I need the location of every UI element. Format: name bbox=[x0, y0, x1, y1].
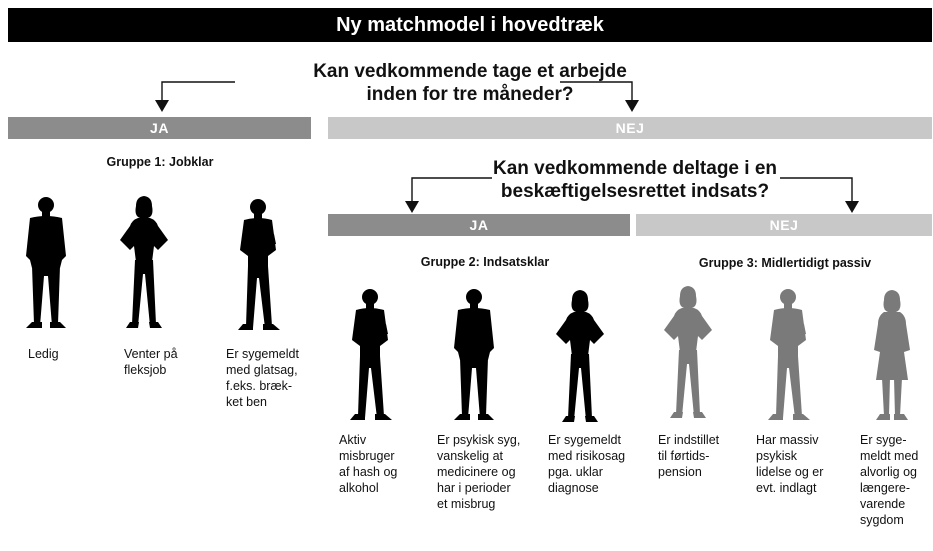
arrow-right-2 bbox=[780, 177, 853, 205]
caption-g2-1: Aktiv misbruger af hash og alkohol bbox=[339, 433, 398, 495]
question-2: Kan vedkommende deltage i en beskæftigel… bbox=[470, 157, 800, 203]
band-ja-2: JA bbox=[328, 214, 630, 236]
arrowhead-right-1 bbox=[625, 100, 639, 112]
band-nej-2: NEJ bbox=[636, 214, 932, 236]
arrow-right-1 bbox=[560, 81, 633, 104]
figure-alvorlig-sygdom bbox=[874, 290, 910, 420]
figure-venter bbox=[120, 196, 168, 328]
caption-g1-3: Er sygemeldt med glatsag, f.eks. bræk- k… bbox=[226, 347, 299, 409]
figure-risikosag bbox=[556, 290, 604, 422]
page-title: Ny matchmodel i hovedtræk bbox=[8, 8, 932, 42]
caption-g2-2: Er psykisk syg, vanskelig at medicinere … bbox=[437, 433, 521, 511]
figure-psykisk-syg bbox=[454, 289, 494, 420]
group-3-title: Gruppe 3: Midlertidigt passiv bbox=[698, 256, 872, 270]
caption-g2-3: Er sygemeldt med risikosag pga. uklar di… bbox=[548, 433, 626, 495]
question-1-line-2: inden for tre måneder? bbox=[366, 84, 574, 105]
question-2-line-2: beskæftigelsesrettet indsats? bbox=[500, 181, 770, 202]
question-1: Kan vedkommende tage et arbejde inden fo… bbox=[220, 60, 720, 106]
group-2-title: Gruppe 2: Indsatsklar bbox=[420, 255, 550, 269]
caption-g3-1: Er indstillet til førtids- pension bbox=[658, 433, 720, 479]
arrow-left-1 bbox=[161, 81, 235, 104]
figure-sygemeldt-glatsag bbox=[238, 199, 280, 330]
arrow-left-2 bbox=[411, 177, 492, 205]
caption-g1-1: Ledig bbox=[28, 347, 59, 361]
band-nej-1: NEJ bbox=[328, 117, 932, 139]
question-2-line-1: Kan vedkommende deltage i en bbox=[492, 158, 778, 179]
arrowhead-left-2 bbox=[405, 201, 419, 213]
arrowhead-left-1 bbox=[155, 100, 169, 112]
caption-g1-2: Venter på fleksjob bbox=[124, 347, 178, 377]
caption-g3-2: Har massiv psykisk lidelse og er evt. in… bbox=[756, 433, 824, 495]
question-1-line-1: Kan vedkommende tage et arbejde bbox=[313, 61, 627, 82]
figure-ledig bbox=[26, 197, 66, 328]
caption-g3-3: Er syge- meldt med alvorlig og længere- … bbox=[860, 433, 919, 527]
arrowhead-right-2 bbox=[845, 201, 859, 213]
figure-misbruger bbox=[350, 289, 392, 420]
figure-massiv-lidelse bbox=[768, 289, 810, 420]
figure-foertidspension bbox=[664, 286, 712, 418]
group-1-title: Gruppe 1: Jobklar bbox=[106, 155, 214, 169]
band-ja-1: JA bbox=[8, 117, 311, 139]
